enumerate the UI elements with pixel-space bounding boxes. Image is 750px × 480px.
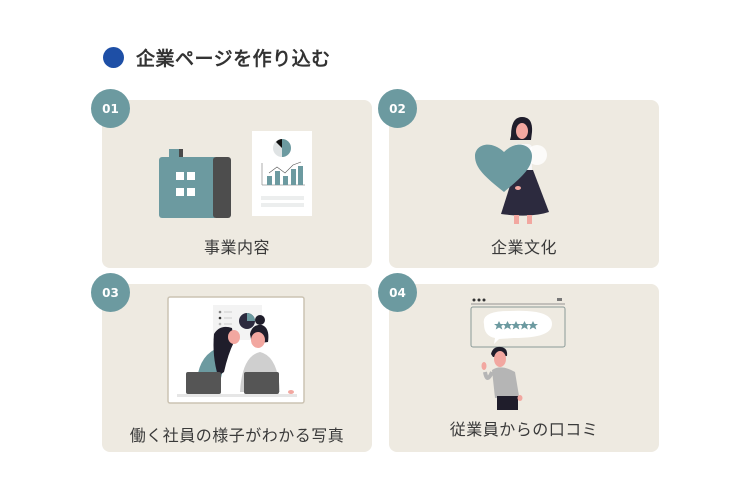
- coworkers-photo-icon: [167, 296, 305, 404]
- card-label: 従業員からの口コミ: [449, 420, 599, 439]
- card-label: 事業内容: [203, 238, 270, 257]
- card-reviews: 04 従業員からの口コミ: [378, 273, 659, 452]
- building-and-report-icon: [159, 131, 312, 218]
- woman-holding-heart-icon: [475, 117, 549, 224]
- card-workplace-photo: 03 働く社員の様子がわかる写真: [91, 273, 372, 452]
- card-label: 働く社員の様子がわかる写真: [129, 426, 345, 445]
- page-title: 企業ページを作り込む: [136, 48, 331, 70]
- step-badge: 04: [378, 273, 417, 312]
- card-label: 企業文化: [490, 238, 557, 257]
- bullet-dot-icon: [103, 47, 124, 68]
- step-badge: 02: [378, 89, 417, 128]
- step-badge: 01: [91, 89, 130, 128]
- card-culture: 02 企業文化: [378, 89, 659, 268]
- section-heading: 企業ページを作り込む: [103, 44, 331, 71]
- card-business: 01 事業内容: [91, 89, 372, 268]
- step-badge: 03: [91, 273, 130, 312]
- employee-review-stars-icon: [470, 298, 566, 410]
